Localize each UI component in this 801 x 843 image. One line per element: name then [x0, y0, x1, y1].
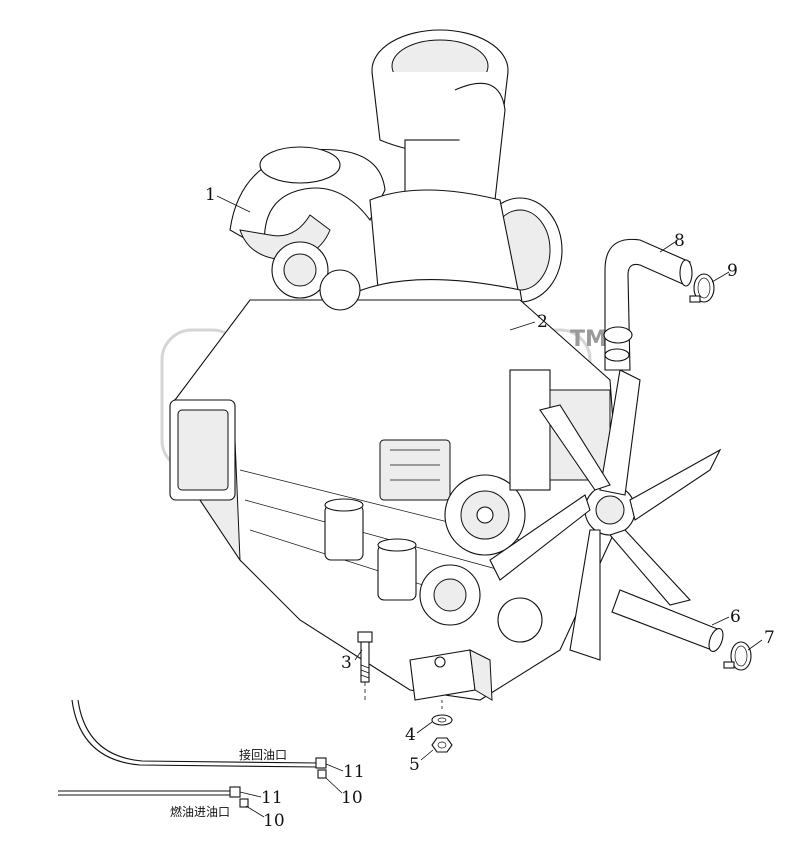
callout-2: 2	[537, 312, 548, 332]
hose-clamp-lower-8	[603, 326, 633, 344]
callout-3: 3	[341, 653, 352, 673]
callout-5: 5	[409, 755, 420, 775]
callout-numbers: 1 2 3 4 5 6 7 8 9 10 10 11 11	[205, 185, 775, 831]
callout-10-inlet: 10	[263, 811, 285, 831]
callout-11-inlet: 11	[261, 788, 283, 808]
callout-6: 6	[730, 607, 741, 627]
washer-4	[431, 714, 453, 726]
hose-clamp-7	[723, 641, 752, 671]
hose-clamp-9	[689, 273, 715, 303]
cooling-fan	[489, 369, 722, 661]
callout-10-return: 10	[341, 788, 363, 808]
return-port-label: 接回油口	[239, 747, 287, 762]
callout-8: 8	[674, 231, 685, 251]
trademark-mark: TM	[570, 327, 607, 352]
callout-1: 1	[205, 185, 216, 205]
callout-4: 4	[405, 725, 416, 745]
nut-5	[431, 737, 453, 753]
engine-block	[169, 241, 621, 701]
fuel-return-line	[71, 699, 327, 779]
callout-9: 9	[727, 261, 738, 281]
fuel-inlet-label: 燃油进油口	[170, 804, 230, 819]
pipe-6	[611, 589, 724, 653]
hose-8	[604, 238, 693, 371]
callout-7: 7	[764, 628, 775, 648]
callout-11-return: 11	[343, 762, 365, 782]
fuel-inlet-line	[58, 786, 249, 808]
leader-lines	[216, 195, 763, 818]
bolt-3	[357, 631, 373, 700]
